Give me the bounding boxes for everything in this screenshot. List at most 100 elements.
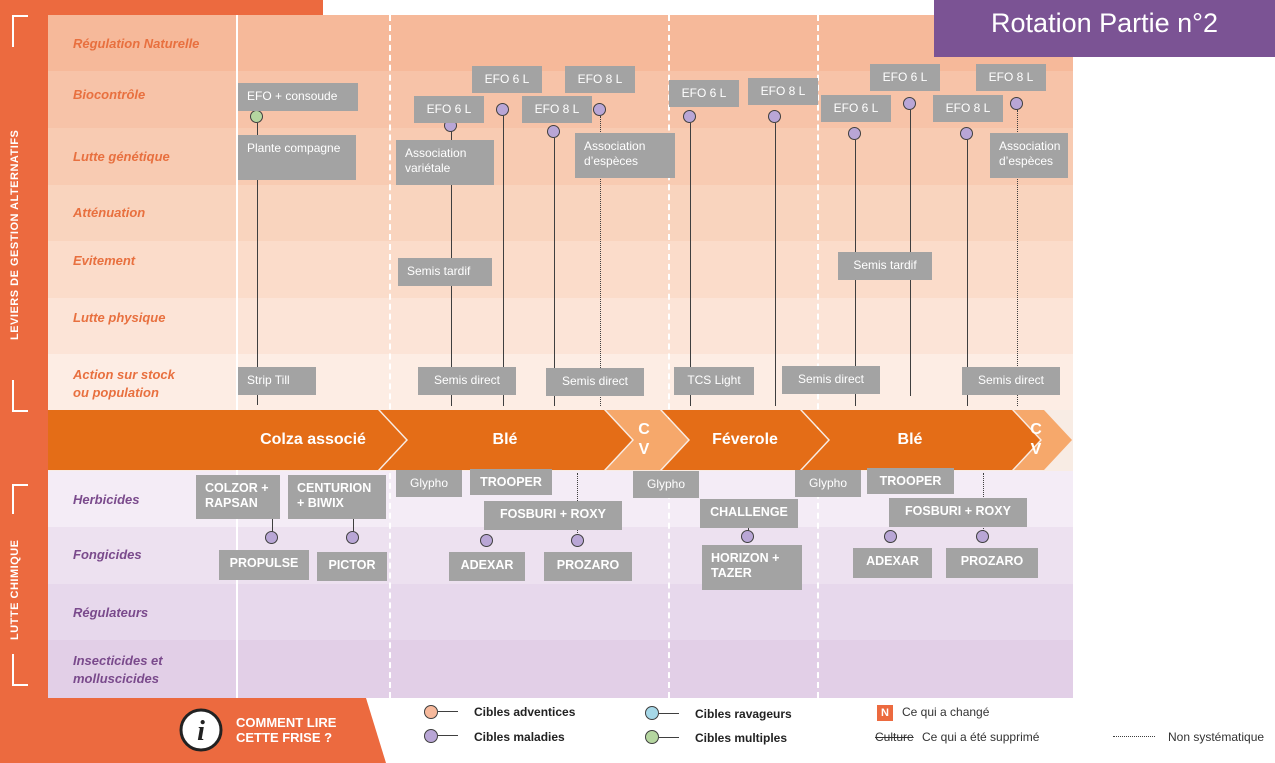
box-efo8: EFO 8 L (976, 64, 1046, 91)
box-efo6: EFO 6 L (870, 64, 940, 91)
banner-ble-1 (380, 410, 632, 470)
target-disease-marker (960, 127, 973, 140)
box-efo8: EFO 8 L (522, 96, 592, 123)
box-adexar: ADEXAR (853, 548, 932, 578)
banner-feverole (662, 410, 828, 470)
box-efo6: EFO 6 L (669, 80, 739, 107)
legend-removed: Ce qui a été supprimé (922, 730, 1040, 744)
page-title: Rotation Partie n°2 (991, 8, 1218, 38)
bracket-top-chem (12, 484, 28, 514)
box-semis-direct: Semis direct (418, 367, 516, 395)
target-disease-marker (496, 103, 509, 116)
box-trooper: TROOPER (867, 468, 954, 494)
target-disease-marker (683, 110, 696, 123)
row-label-insecticides: Insecticides et molluscicides (73, 653, 163, 686)
line-efo8-a1 (554, 138, 555, 406)
band-attenuation (48, 185, 1073, 241)
box-semis-tardif: Semis tardif (398, 258, 492, 286)
box-plante-compagne: Plante compagne (238, 135, 356, 180)
legend-maladies: Cibles maladies (474, 730, 565, 744)
row-label-genetique: Lutte génétique (73, 149, 170, 164)
target-disease-marker (480, 534, 493, 547)
legend-non-systematique: Non systématique (1168, 730, 1265, 744)
legend-multiples: Cibles multiples (695, 731, 788, 745)
separator-ble-1 (389, 15, 391, 698)
target-disease-marker (265, 531, 278, 544)
band-insecticides (48, 640, 1073, 698)
crop-cv: CV (638, 421, 650, 458)
box-trooper: TROOPER (470, 469, 552, 495)
target-multiple-marker (250, 110, 263, 123)
crop-cv: CV (1030, 421, 1042, 458)
box-semis-direct: Semis direct (962, 367, 1060, 395)
legend-dotted-line (1113, 736, 1155, 737)
box-propulse: PROPULSE (219, 550, 309, 580)
box-challenge: CHALLENGE (700, 499, 798, 528)
legend-removed-example: Culture (875, 730, 914, 744)
side-label-alternatifs: LEVIERS DE GESTION ALTERNATIFS (9, 129, 21, 340)
help-link[interactable]: COMMENT LIRE CETTE FRISE ? (236, 715, 337, 745)
box-strip-till: Strip Till (238, 367, 316, 395)
box-efo8: EFO 8 L (748, 78, 818, 105)
box-glypho: Glypho (633, 471, 699, 498)
box-efo6: EFO 6 L (472, 66, 542, 93)
box-glypho: Glypho (396, 470, 462, 497)
row-label-regulateurs: Régulateurs (73, 605, 149, 620)
help-panel[interactable]: i (48, 698, 386, 763)
legend-line (438, 735, 458, 736)
target-disease-marker (768, 110, 781, 123)
line-efo-consoude (257, 123, 258, 405)
row-label-fongicides: Fongicides (73, 547, 142, 562)
crop-feverole: Féverole (712, 431, 778, 448)
banner-colza (236, 410, 406, 470)
legend-line (438, 711, 458, 712)
target-disease-marker (1010, 97, 1023, 110)
top-accent-strip (48, 0, 323, 15)
line-efo8-b2 (1017, 110, 1018, 406)
row-label-physique: Lutte physique (73, 310, 166, 325)
crop-ble: Blé (492, 431, 518, 448)
line-efo6-f (690, 123, 691, 406)
box-efo6: EFO 6 L (821, 95, 891, 122)
bracket-top (12, 15, 28, 47)
crop-colza: Colza associé (260, 431, 366, 448)
side-label-chimique: LUTTE CHIMIQUE (9, 539, 21, 641)
target-disease-marker (884, 530, 897, 543)
box-prozaro: PROZARO (946, 548, 1038, 578)
band-physique (48, 298, 1073, 354)
target-disease-marker (903, 97, 916, 110)
crop-ble: Blé (897, 431, 923, 448)
separator-ble-2 (817, 15, 819, 698)
box-glypho: Glypho (795, 470, 861, 497)
target-disease-marker (547, 125, 560, 138)
box-semis-direct: Semis direct (546, 368, 644, 396)
banner-ble-2 (802, 410, 1040, 470)
box-efo8: EFO 8 L (565, 66, 635, 93)
separator-feverole (668, 15, 670, 698)
box-efo6: EFO 6 L (414, 96, 484, 123)
box-association-especes: Association d’espèces (575, 133, 675, 178)
line-propulse (272, 518, 273, 532)
row-label-biocontrole: Biocontrôle (73, 87, 146, 102)
crop-banner (48, 410, 1072, 470)
target-disease-marker (593, 103, 606, 116)
title-bar: Rotation Partie n°2 (934, 0, 1275, 57)
band-regulateurs (48, 584, 1073, 640)
legend-ravageurs: Cibles ravageurs (695, 707, 792, 721)
target-disease-marker (741, 530, 754, 543)
line-efo8-f (775, 123, 776, 406)
box-fosburi-roxy: FOSBURI + ROXY (484, 501, 622, 530)
box-tcs-light: TCS Light (674, 367, 754, 395)
legend-changed: Ce qui a changé (902, 705, 990, 719)
box-efo8: EFO 8 L (933, 95, 1003, 122)
box-semis-tardif: Semis tardif (838, 252, 932, 280)
legend-line (659, 737, 679, 738)
row-label-stock: Action sur stock ou population (73, 367, 175, 400)
target-disease-marker (571, 534, 584, 547)
legend-ravageurs-marker (645, 706, 659, 720)
band-genetique (48, 128, 1073, 185)
box-efo-consoude: EFO + consoude (238, 83, 358, 111)
banner-start (48, 410, 236, 470)
legend-changed-badge: N (877, 705, 893, 721)
legend-line (659, 713, 679, 714)
